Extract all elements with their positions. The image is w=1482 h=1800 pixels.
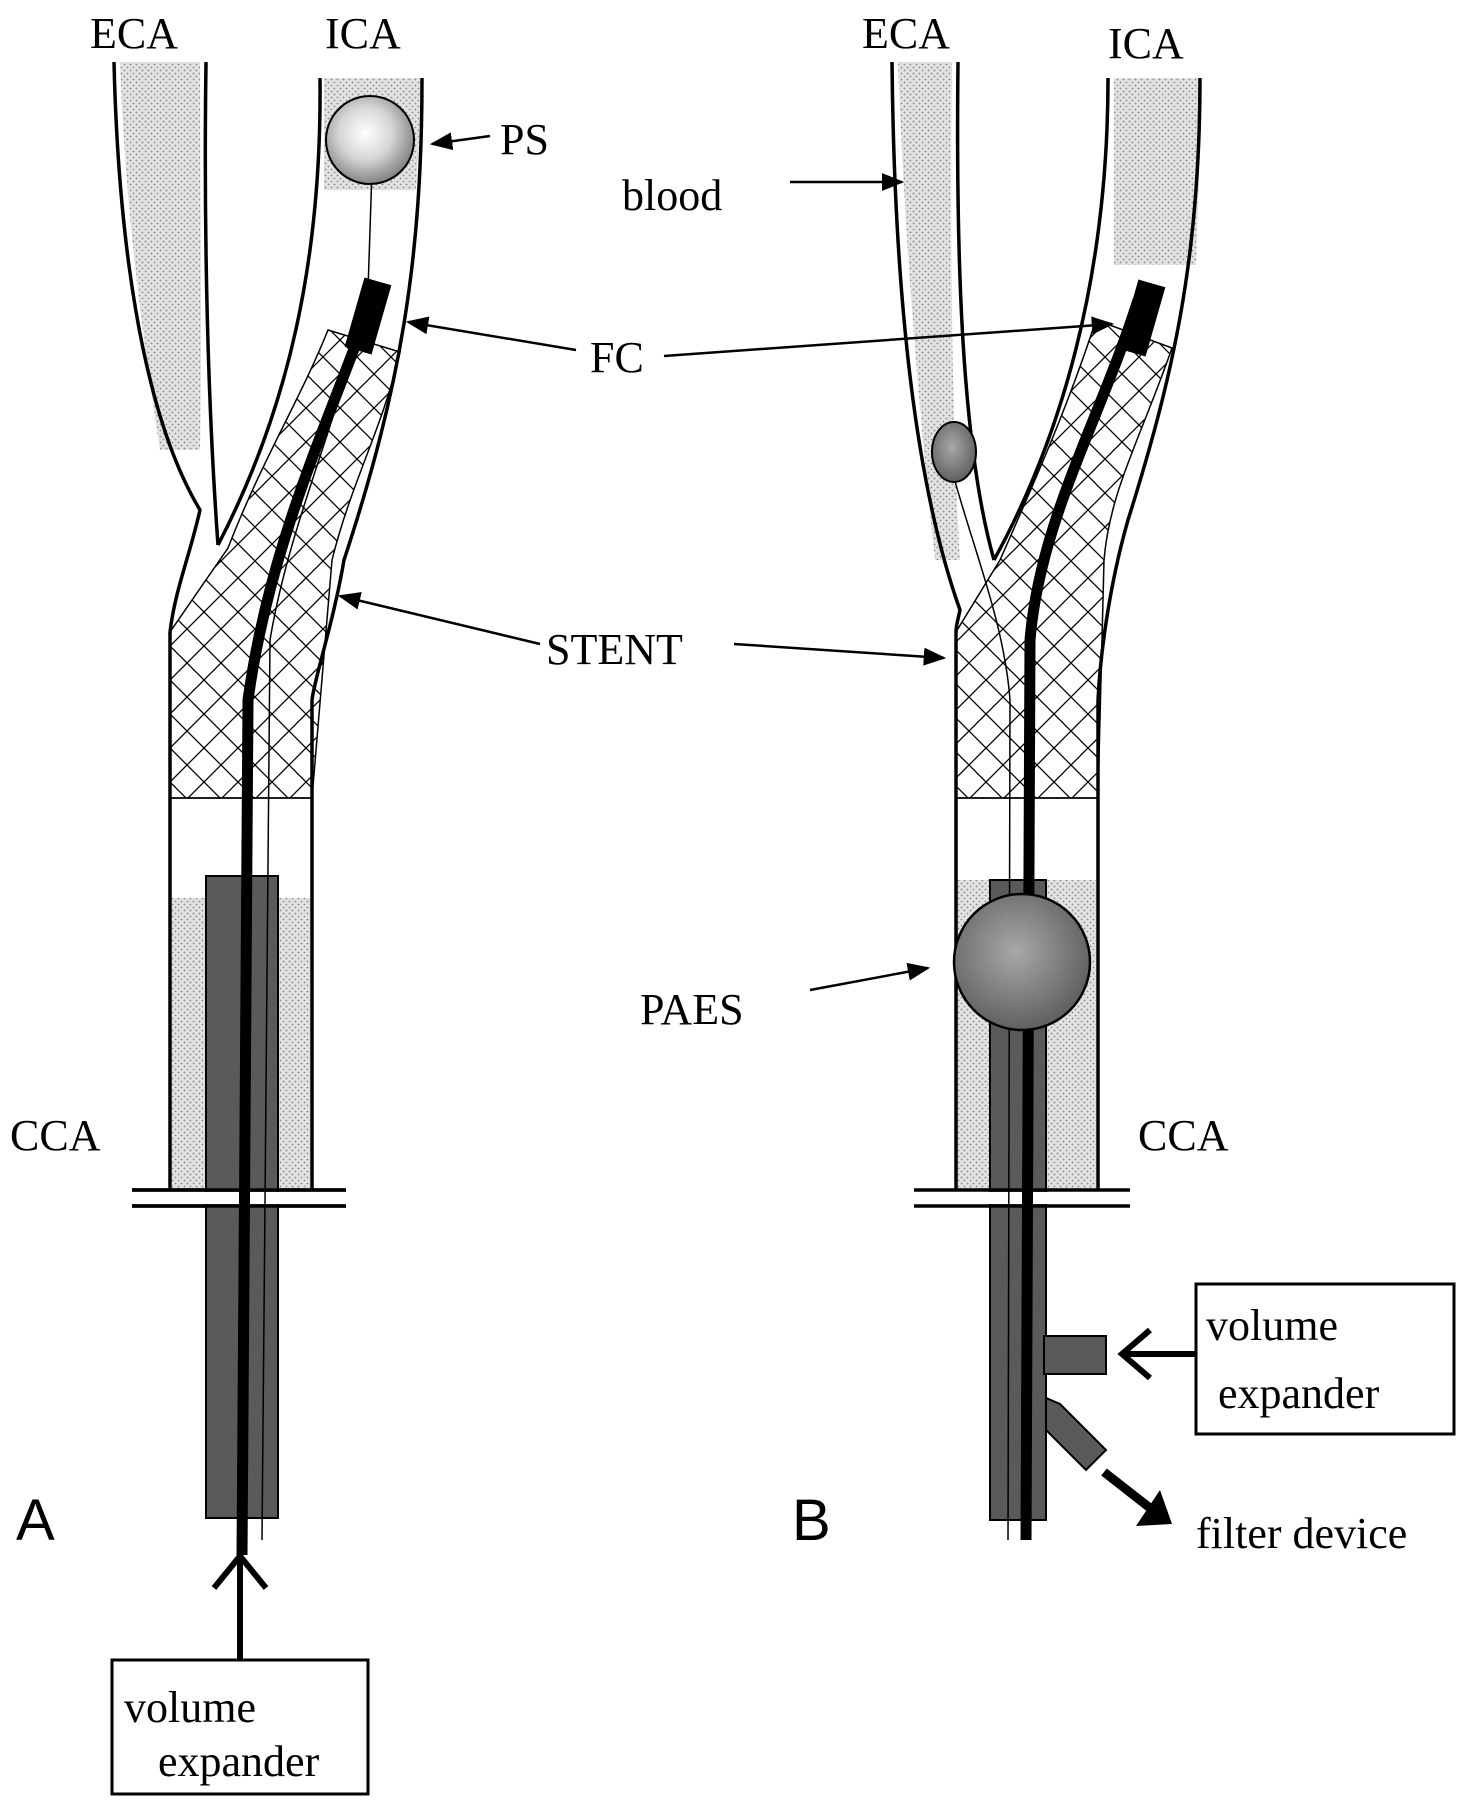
panel-letter-a: A (16, 1488, 55, 1553)
panel-letter-b: B (792, 1488, 831, 1553)
label-cca-b: CCA (1138, 1111, 1229, 1160)
label-ica-b: ICA (1108, 19, 1184, 68)
label-filter-device: filter device (1196, 1509, 1407, 1558)
volume-expander-a-line1: volume (124, 1683, 256, 1732)
label-ps: PS (500, 115, 549, 164)
eca-occlusion-balloon (931, 421, 977, 483)
guidewire-b (1020, 298, 1144, 1541)
volume-expander-a-line2: expander (158, 1737, 320, 1786)
side-port-upper (1043, 1335, 1107, 1375)
label-stent: STENT (546, 625, 683, 674)
eca-blood-b (898, 62, 960, 560)
label-blood: blood (622, 171, 722, 220)
volume-expander-box-b (1194, 1282, 1456, 1436)
fc-tip-b (1118, 279, 1166, 357)
ps-sphere (325, 95, 415, 185)
fc-tip-a (344, 277, 392, 355)
side-port-lower (1045, 1396, 1108, 1472)
label-ica-a: ICA (325, 9, 401, 58)
label-cca-a: CCA (10, 1111, 101, 1160)
volume-expander-box-a (110, 1658, 370, 1796)
panel-b (790, 61, 1456, 1541)
guidewire-a (236, 298, 378, 1556)
eca-blood-a (120, 62, 201, 450)
label-eca-b: ECA (862, 9, 950, 58)
volume-expander-b-line1: volume (1206, 1301, 1338, 1350)
ica-blood-b (1114, 78, 1200, 265)
label-fc: FC (590, 333, 644, 382)
stent-mesh-a (169, 329, 401, 799)
label-paes: PAES (640, 985, 744, 1034)
volume-expander-b-line2: expander (1218, 1369, 1380, 1418)
label-eca-a: ECA (90, 9, 178, 58)
paes-balloon (952, 892, 1092, 1032)
panel-a (110, 61, 491, 1796)
